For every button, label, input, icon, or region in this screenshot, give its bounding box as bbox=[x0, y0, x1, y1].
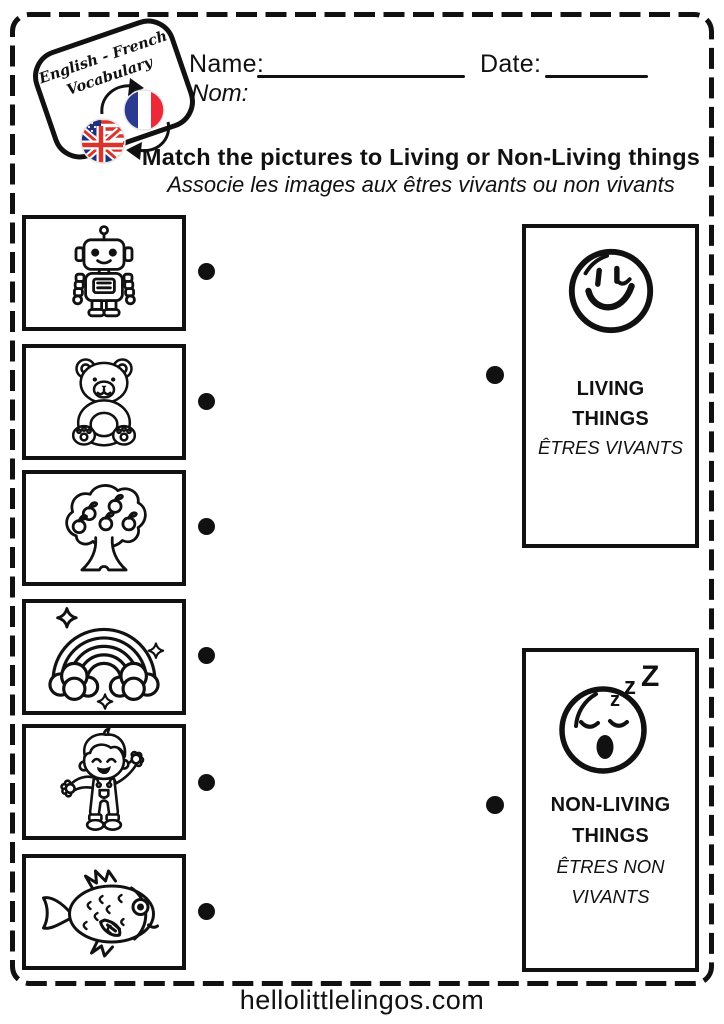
non-living-things-subtitle: ÊTRES NON VIVANTS bbox=[556, 856, 665, 907]
smiley-face-icon bbox=[568, 248, 653, 334]
date-write-line bbox=[545, 75, 648, 78]
match-dot-non-living-things[interactable] bbox=[486, 796, 504, 814]
non-living-things-title: NON-LIVING THINGS bbox=[550, 794, 671, 847]
fish-icon bbox=[42, 869, 159, 958]
match-dot-apple-tree[interactable] bbox=[198, 518, 215, 535]
rainbow-icon bbox=[48, 607, 165, 710]
category-box-non-living-things[interactable]: z z Z NON-LIVING THINGS ÊTRES NON VIVANT… bbox=[522, 648, 699, 972]
category-box-living-things[interactable]: LIVING THINGS ÊTRES VIVANTS bbox=[522, 224, 699, 548]
boy-icon bbox=[60, 727, 145, 831]
match-dot-robot[interactable] bbox=[198, 263, 215, 280]
sleeping-face-icon: z z Z bbox=[559, 662, 659, 774]
name-label-french: Nom: bbox=[191, 80, 249, 107]
match-dot-rainbow[interactable] bbox=[198, 647, 215, 664]
instructions: Match the pictures to Living or Non-Livi… bbox=[136, 143, 706, 199]
date-label: Date: bbox=[480, 50, 542, 78]
instruction-french: Associe les images aux êtres vivants ou … bbox=[167, 172, 675, 197]
picture-box-apple-tree[interactable] bbox=[22, 470, 186, 586]
sleep-z-large: Z bbox=[641, 662, 659, 693]
match-dot-boy[interactable] bbox=[198, 774, 215, 791]
apple-tree-icon bbox=[65, 484, 147, 572]
robot-icon bbox=[72, 225, 136, 318]
sleep-z-small: z bbox=[610, 689, 620, 711]
name-write-line bbox=[257, 75, 465, 78]
picture-box-fish[interactable] bbox=[22, 854, 186, 970]
picture-box-teddy-bear[interactable] bbox=[22, 344, 186, 460]
living-things-title: LIVING THINGS bbox=[572, 378, 649, 430]
instruction-english: Match the pictures to Living or Non-Livi… bbox=[141, 144, 701, 170]
website-footer: hellolittlelingos.com bbox=[239, 985, 485, 1015]
living-things-subtitle: ÊTRES VIVANTS bbox=[538, 437, 683, 458]
picture-box-robot[interactable] bbox=[22, 215, 186, 331]
match-dot-living-things[interactable] bbox=[486, 366, 504, 384]
name-label: Name: bbox=[189, 50, 265, 78]
picture-box-boy[interactable] bbox=[22, 724, 186, 840]
match-dot-fish[interactable] bbox=[198, 903, 215, 920]
teddy-bear-icon bbox=[71, 358, 137, 447]
picture-box-rainbow[interactable] bbox=[22, 599, 186, 715]
match-dot-teddy-bear[interactable] bbox=[198, 393, 215, 410]
sleep-z-medium: z bbox=[624, 673, 636, 700]
